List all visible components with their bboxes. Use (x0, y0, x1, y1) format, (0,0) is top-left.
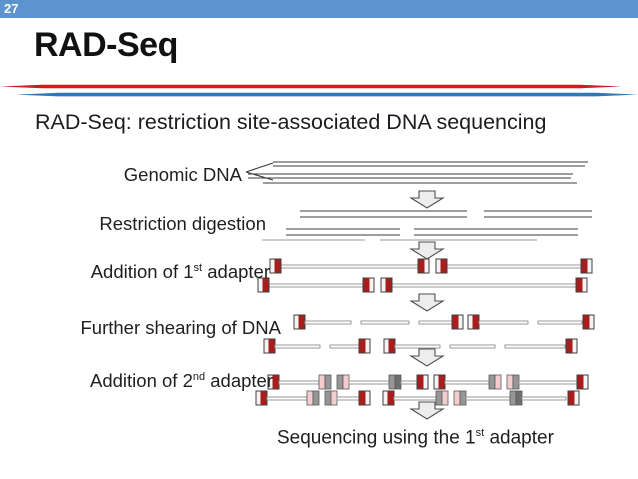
dna-fragment-body (444, 380, 490, 385)
step-label-superscript: st (193, 261, 203, 274)
adapter2-block (512, 374, 520, 390)
down-arrow-icon (409, 241, 445, 260)
dna-fragment-body (504, 344, 566, 349)
adapter2-block (488, 374, 496, 390)
slide-number: 27 (4, 1, 19, 16)
dna-fragment-body (304, 320, 352, 325)
dna-fragment-body (478, 320, 529, 325)
adapter1-block (567, 390, 580, 406)
adapter1-block (451, 314, 464, 330)
dna-fragment-body (394, 344, 441, 349)
adapter1-block (416, 374, 429, 390)
down-arrow-icon (409, 348, 445, 367)
adapter2-block (324, 374, 332, 390)
adapter1-block (417, 258, 430, 274)
step-label-text: adapter (202, 261, 270, 282)
adapter2-block (435, 390, 443, 406)
adapter2-block (459, 390, 467, 406)
dna-fragment-body (329, 344, 360, 349)
down-arrow-icon (409, 401, 445, 420)
dna-fragment-body (465, 396, 511, 401)
step-label-text: adapter (205, 370, 273, 391)
adapter2-block (394, 374, 402, 390)
dna-fragment-body (360, 320, 410, 325)
adapter1-block (257, 277, 270, 293)
step-label-superscript: nd (192, 370, 206, 383)
dna-fragment-body (393, 396, 437, 401)
adapter2-block (336, 374, 344, 390)
dna-fragment-body (400, 380, 418, 385)
slide-title: RAD-Seq (34, 26, 178, 64)
caption-text: adapter (484, 427, 554, 449)
adapter2-block (453, 390, 461, 406)
dna-fragment-body (418, 320, 453, 325)
adapter2-block (312, 390, 320, 406)
adapter2-block (324, 390, 332, 406)
adapter2-block (306, 390, 314, 406)
adapter2-block (441, 390, 449, 406)
red-divider-line (0, 84, 622, 89)
adapter1-block (380, 277, 393, 293)
adapter1-block (582, 314, 595, 330)
adapter1-block (358, 390, 371, 406)
adapter2-block (330, 390, 338, 406)
step-label-text: Addition of 1 (90, 261, 194, 282)
dna-fragment-body (537, 320, 583, 325)
adapter1-block (575, 277, 588, 293)
down-arrow-icon (409, 190, 445, 209)
dna-strand-line (245, 162, 274, 173)
adapter1-block (576, 374, 589, 390)
slide-subtitle: RAD-Seq: restriction site-associated DNA… (35, 110, 547, 134)
slide-number-bar: 27 (0, 0, 638, 18)
dna-fragment-body (336, 396, 360, 401)
step-label-text: Further shearing of DNA (80, 317, 281, 338)
dna-strand-line (245, 171, 274, 181)
step-label-restriction-digestion: Restriction digestion (99, 213, 266, 235)
adapter1-block (565, 338, 578, 354)
adapter2-block (509, 390, 517, 406)
adapter2-block (506, 374, 514, 390)
adapter2-block (318, 374, 326, 390)
dna-fragment-body (446, 264, 582, 269)
dna-fragment-body (348, 380, 390, 385)
dna-fragment-body (391, 283, 577, 288)
adapter1-block (358, 338, 371, 354)
blue-divider-line (16, 92, 638, 97)
step-label-genomic-dna: Genomic DNA (124, 164, 242, 186)
adapter1-block (435, 258, 448, 274)
adapter2-block (388, 374, 396, 390)
adapter2-block (494, 374, 502, 390)
dna-fragment-body (449, 344, 496, 349)
adapter1-block (362, 277, 375, 293)
step-label-text: Genomic DNA (123, 164, 242, 185)
step-label-text: Addition of 2 (90, 370, 193, 391)
dna-fragment-body (274, 344, 321, 349)
step-label-text: Restriction digestion (99, 213, 266, 234)
dna-fragment-body (266, 396, 308, 401)
caption-sequencing: Sequencing using the 1st adapter (277, 427, 554, 449)
down-arrow-icon (409, 293, 445, 312)
caption-text: Sequencing using the 1 (277, 427, 476, 449)
dna-fragment-body (280, 264, 419, 269)
step-label-addition-1st-adapter: Addition of 1st adapter (91, 261, 270, 283)
step-label-addition-2nd-adapter: Addition of 2nd adapter (90, 370, 273, 392)
dna-fragment-body (278, 380, 320, 385)
dna-fragment-body (268, 283, 364, 288)
adapter1-block (269, 258, 282, 274)
adapter1-block (580, 258, 593, 274)
dna-fragment-body (518, 380, 578, 385)
dna-fragment-body (521, 396, 567, 401)
caption-superscript: st (475, 427, 485, 439)
adapter2-block (515, 390, 523, 406)
adapter2-block (342, 374, 350, 390)
step-label-further-shearing: Further shearing of DNA (80, 317, 281, 339)
